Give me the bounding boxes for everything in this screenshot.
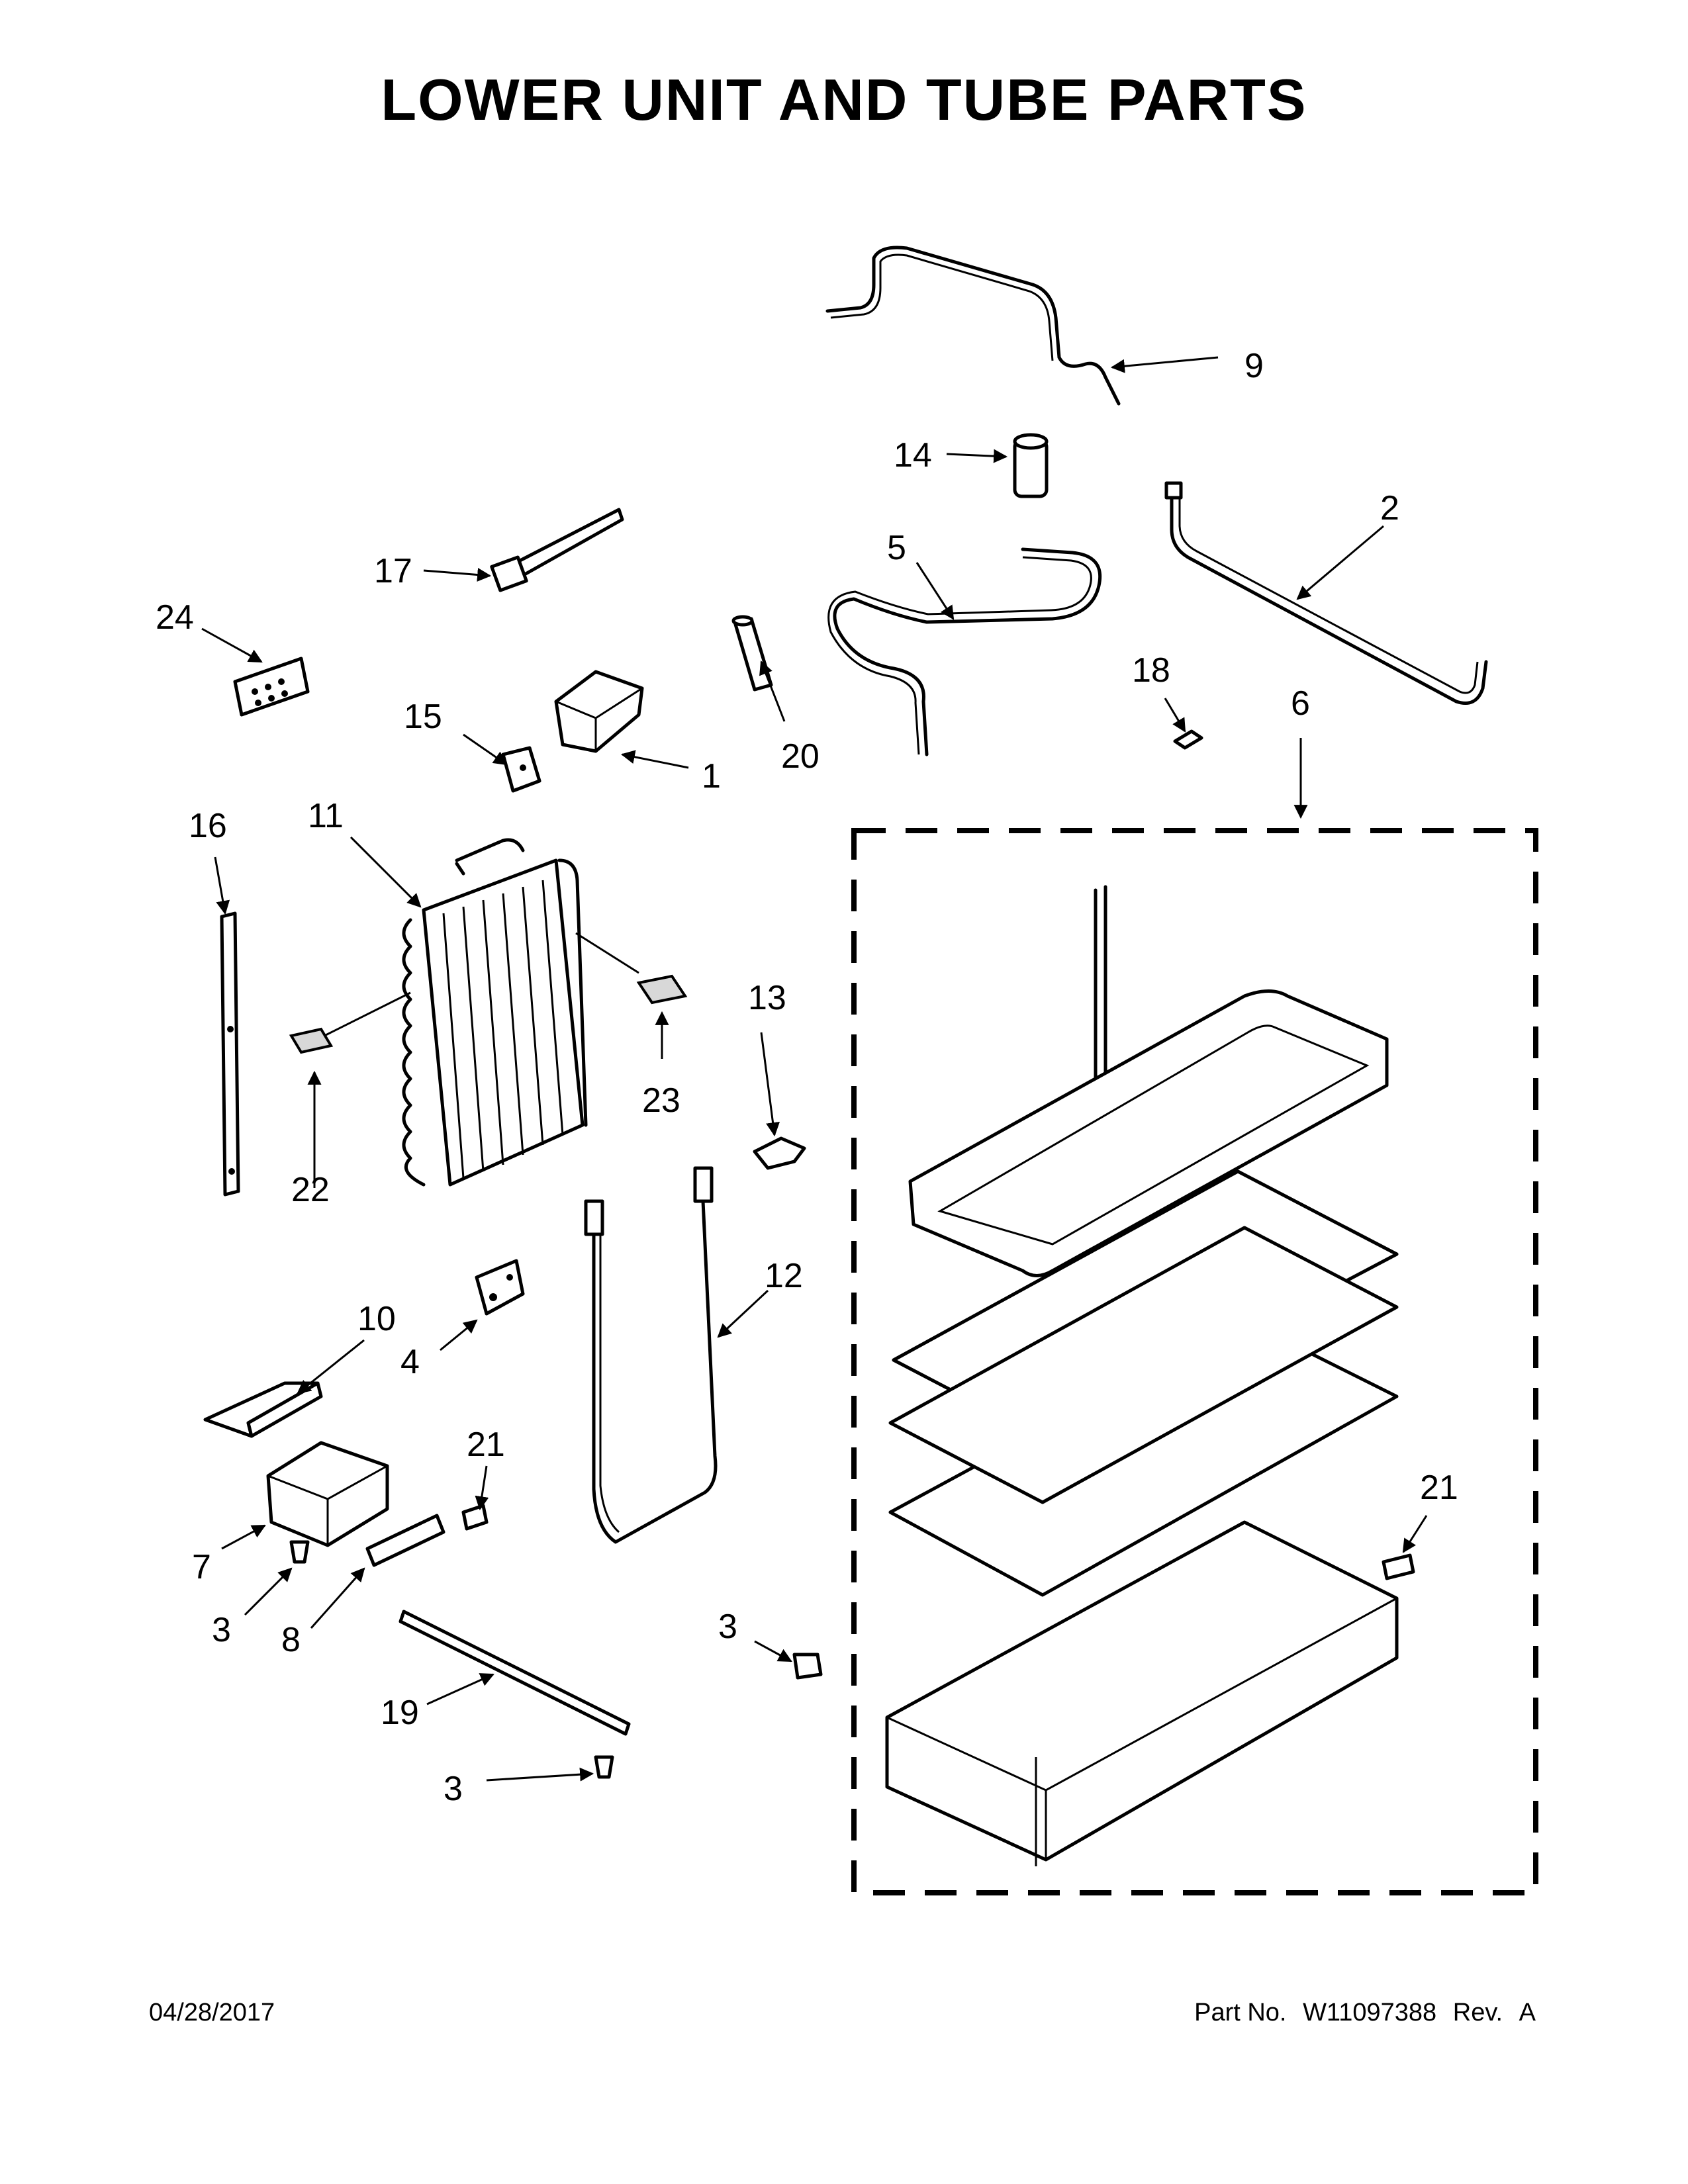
- part-14-cylinder: [1013, 433, 1049, 498]
- callout-7: 7: [192, 1548, 211, 1586]
- callout-10: 10: [357, 1300, 396, 1338]
- callout-3: 3: [212, 1611, 231, 1649]
- callout-18: 18: [1132, 651, 1170, 690]
- callout-24: 24: [156, 598, 194, 637]
- part-15-bracket: [501, 746, 541, 793]
- callout-17: 17: [374, 552, 412, 590]
- callout-14: 14: [894, 436, 932, 475]
- part-23-pad: [575, 932, 688, 1005]
- part-1-bracket: [554, 670, 644, 753]
- part-13-clip: [753, 1136, 806, 1170]
- part-6-drain-pan: [885, 1520, 1399, 1866]
- part-19-rail: [399, 1610, 631, 1736]
- part-9-tube: [825, 246, 1121, 406]
- callout-3: 3: [444, 1770, 463, 1808]
- part-10-cover: [203, 1381, 323, 1438]
- part-22-pad: [289, 991, 411, 1054]
- part-17-strap: [490, 508, 624, 592]
- callout-8: 8: [281, 1621, 301, 1659]
- screw-icon: [1382, 1553, 1415, 1580]
- callout-5: 5: [887, 529, 906, 567]
- screw-icon: [594, 1755, 614, 1779]
- part-7-box: [266, 1441, 389, 1547]
- screw-icon: [289, 1540, 310, 1564]
- callout-13: 13: [748, 979, 786, 1017]
- callout-1: 1: [702, 757, 721, 796]
- part-18-clip: [1173, 729, 1203, 750]
- callout-21: 21: [1420, 1469, 1458, 1507]
- part-5-s-tube: [827, 547, 1102, 756]
- part-20-tube: [731, 615, 773, 692]
- part-6-assembly-outline: [851, 828, 1538, 1895]
- page-title: LOWER UNIT AND TUBE PARTS: [381, 67, 1307, 132]
- part-4-bracket: [475, 1259, 525, 1316]
- callout-12: 12: [765, 1257, 803, 1295]
- part-11-evaporator: [402, 838, 588, 1187]
- callout-23: 23: [642, 1081, 680, 1120]
- screw-icon: [792, 1653, 823, 1680]
- callout-20: 20: [781, 737, 820, 776]
- part-16-strip: [220, 911, 240, 1197]
- part-2-u-tube: [1164, 481, 1488, 705]
- callout-15: 15: [404, 698, 442, 736]
- part-8-plate: [365, 1514, 445, 1567]
- callout-22: 22: [291, 1171, 330, 1209]
- callout-6: 6: [1291, 684, 1310, 723]
- screw-icon: [461, 1504, 489, 1531]
- footer-part-number: Part No. W11097388 Rev. A: [1185, 1999, 1536, 2027]
- rev-label: Rev.: [1452, 1999, 1503, 2026]
- footer-date: 04/28/2017: [149, 1999, 275, 2026]
- rev-value: A: [1519, 1999, 1536, 2026]
- leader-lines: [201, 356, 1428, 1782]
- callout-21: 21: [467, 1426, 505, 1464]
- part-6-sheet-lower: [888, 1226, 1399, 1504]
- callout-3: 3: [718, 1608, 737, 1646]
- part-12-harness: [584, 1166, 718, 1544]
- part-no-value: W11097388: [1303, 1999, 1437, 2026]
- callout-16: 16: [189, 807, 227, 845]
- callout-19: 19: [381, 1694, 419, 1732]
- part-6-drain-tray: [908, 885, 1389, 1277]
- callout-2: 2: [1380, 489, 1399, 527]
- callout-9: 9: [1244, 347, 1264, 385]
- part-no-label: Part No.: [1194, 1999, 1287, 2026]
- callout-4: 4: [400, 1343, 420, 1381]
- part-24-plate: [233, 657, 310, 717]
- callout-11: 11: [308, 797, 344, 835]
